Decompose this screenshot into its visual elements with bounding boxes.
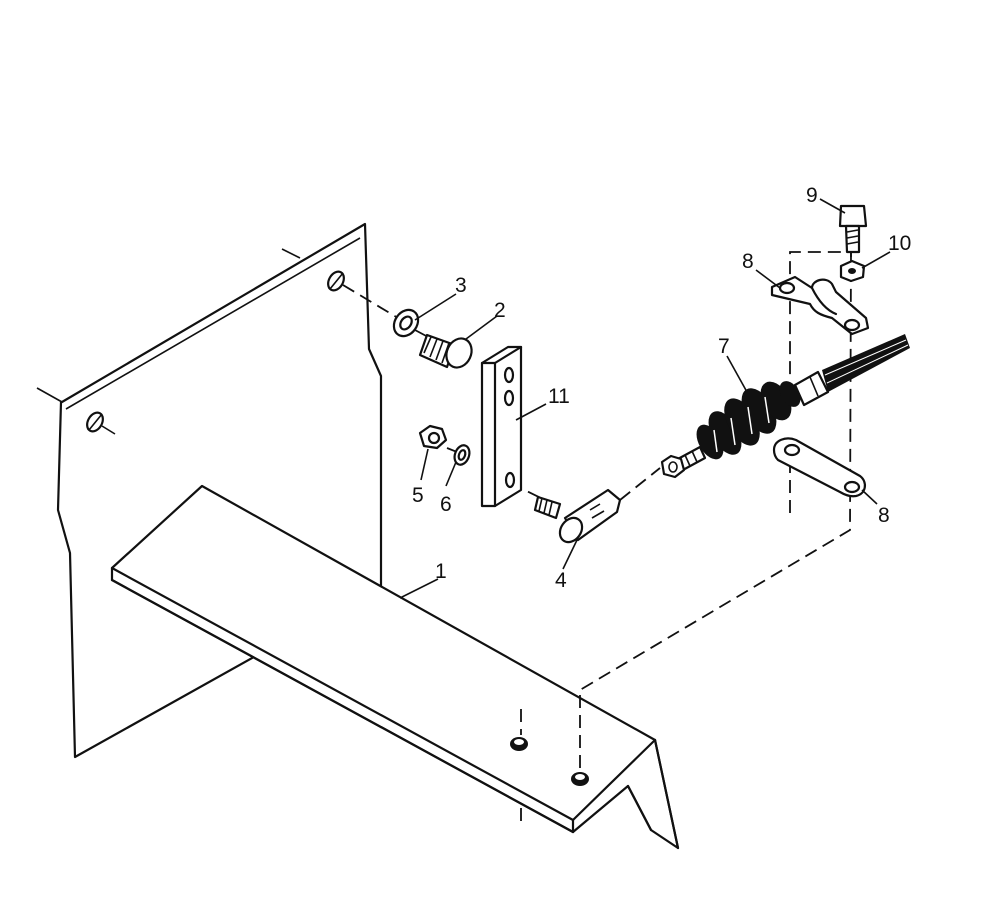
rubber-boot [696, 381, 801, 460]
callout-8-upper: 8 [742, 250, 754, 273]
callout-9: 9 [806, 184, 818, 207]
angle-bracket [110, 484, 680, 850]
cable-assembly-part-7 [660, 334, 910, 479]
leader-lines [399, 198, 891, 599]
nut-part-5 [418, 424, 448, 450]
callout-8-lower: 8 [878, 504, 890, 527]
clamp-lower-part-8 [772, 437, 866, 498]
clamp-upper-part-8 [770, 275, 870, 336]
clevis-pin-part-4 [533, 488, 622, 544]
callout-6: 6 [440, 493, 452, 516]
callout-11: 11 [548, 385, 570, 408]
washer-part-3 [392, 308, 420, 338]
washer-part-6 [453, 444, 471, 466]
callout-1: 1 [435, 560, 447, 583]
callout-4: 4 [555, 569, 567, 592]
bolt-part-9 [838, 204, 868, 254]
callouts: 1 2 3 4 5 6 7 8 8 9 10 11 [412, 184, 911, 592]
nut-part-10 [839, 259, 866, 283]
bolt-part-2 [418, 333, 473, 369]
callout-3: 3 [455, 274, 467, 297]
callout-2: 2 [494, 299, 506, 322]
link-plate-part-11 [480, 345, 523, 508]
callout-7: 7 [718, 335, 730, 358]
callout-10: 10 [888, 232, 911, 255]
callout-5: 5 [412, 484, 424, 507]
